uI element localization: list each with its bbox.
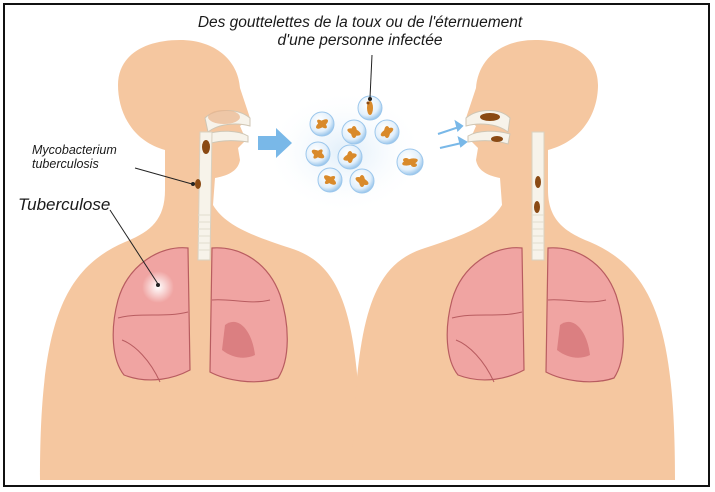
tuberculose-label: Tuberculose: [18, 195, 110, 215]
airway-bacterium: [202, 140, 210, 154]
exposed-trachea: [532, 132, 544, 260]
droplet: [338, 145, 362, 169]
droplet: [306, 142, 330, 166]
mycobacterium-label-line1: Mycobacterium: [32, 143, 117, 157]
inhale-arrows-icon: [438, 122, 466, 148]
mycobacterium-label-line2: tuberculosis: [32, 157, 117, 171]
title-leader-line: [370, 55, 372, 98]
droplets-caption-line2: d'une personne infectée: [120, 32, 600, 50]
airway-bacterium: [195, 179, 201, 189]
mycobacterium-label: Mycobacterium tuberculosis: [32, 143, 117, 172]
droplet: [397, 149, 423, 175]
droplet: [318, 168, 342, 192]
exposed-person: [352, 40, 675, 480]
airway-bacterium: [535, 176, 541, 188]
droplet: [375, 120, 399, 144]
droplets-caption-line1: Des gouttelettes de la toux ou de l'éter…: [120, 14, 600, 32]
droplets-caption: Des gouttelettes de la toux ou de l'éter…: [120, 14, 600, 50]
droplet: [350, 169, 374, 193]
droplet: [342, 120, 366, 144]
droplet: [310, 112, 334, 136]
airway-bacterium: [534, 201, 540, 213]
